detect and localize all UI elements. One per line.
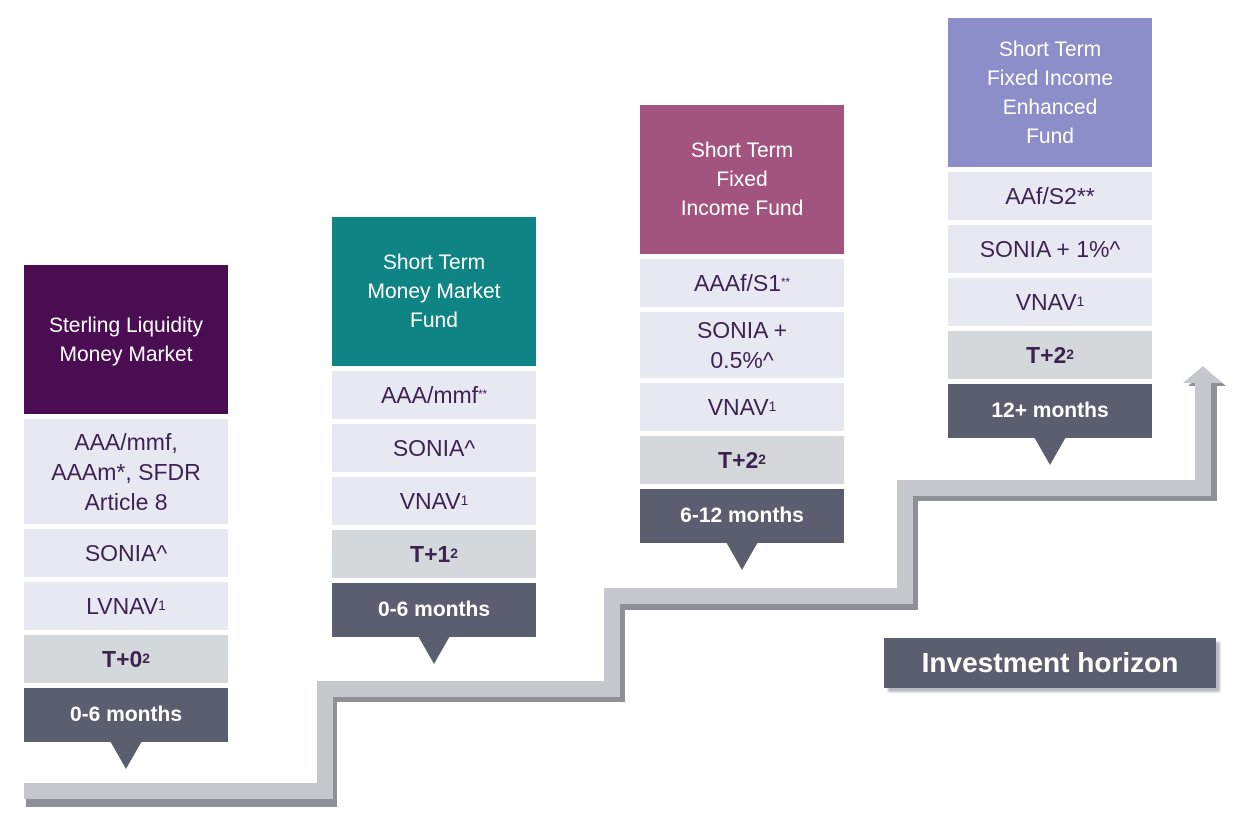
fund-benchmark: SONIA^ — [332, 424, 536, 472]
fund-short-term-fixed-income-enhanced: Short Term Fixed Income Enhanced Fund AA… — [948, 18, 1152, 465]
fund-rating: AAA/mmf** — [332, 371, 536, 419]
horizon-label: 6-12 months — [680, 504, 804, 527]
fund-short-term-money-market: Short Term Money Market Fund AAA/mmf** S… — [332, 217, 536, 664]
fund-rating: AAAf/S1** — [640, 259, 844, 307]
fund-benchmark: SONIA + 1%^ — [948, 225, 1152, 273]
fund-horizon-badge: 12+ months — [948, 384, 1152, 465]
fund-title: Short Term Fixed Income Enhanced Fund — [948, 18, 1152, 167]
pointer-down-icon — [418, 636, 450, 664]
fund-benchmark: SONIA + 0.5%^ — [640, 312, 844, 378]
fund-horizon-badge: 6-12 months — [640, 489, 844, 570]
fund-rating: AAA/mmf, AAAm*, SFDR Article 8 — [24, 419, 228, 524]
pointer-down-icon — [1034, 437, 1066, 465]
staircase-arrowhead — [1183, 366, 1222, 383]
fund-title: Short Term Money Market Fund — [332, 217, 536, 366]
pointer-down-icon — [110, 741, 142, 769]
fund-horizon-badge: 0-6 months — [332, 583, 536, 664]
fund-title: Sterling Liquidity Money Market — [24, 265, 228, 414]
horizon-label: 0-6 months — [69, 703, 182, 726]
fund-short-term-fixed-income: Short Term Fixed Income Fund AAAf/S1** S… — [640, 105, 844, 570]
investment-horizon-label: Investment horizon — [884, 638, 1216, 688]
pointer-down-icon — [726, 542, 758, 570]
staircase-path — [24, 382, 1211, 799]
horizon-label: 12+ months — [991, 399, 1109, 422]
fund-benchmark: SONIA^ — [24, 529, 228, 577]
fund-sterling-liquidity: Sterling Liquidity Money Market AAA/mmf,… — [24, 265, 228, 769]
fund-title: Short Term Fixed Income Fund — [640, 105, 844, 254]
horizon-label: 0-6 months — [377, 598, 490, 621]
fund-rating: AAf/S2** — [948, 172, 1152, 220]
fund-horizon-badge: 0-6 months — [24, 688, 228, 769]
